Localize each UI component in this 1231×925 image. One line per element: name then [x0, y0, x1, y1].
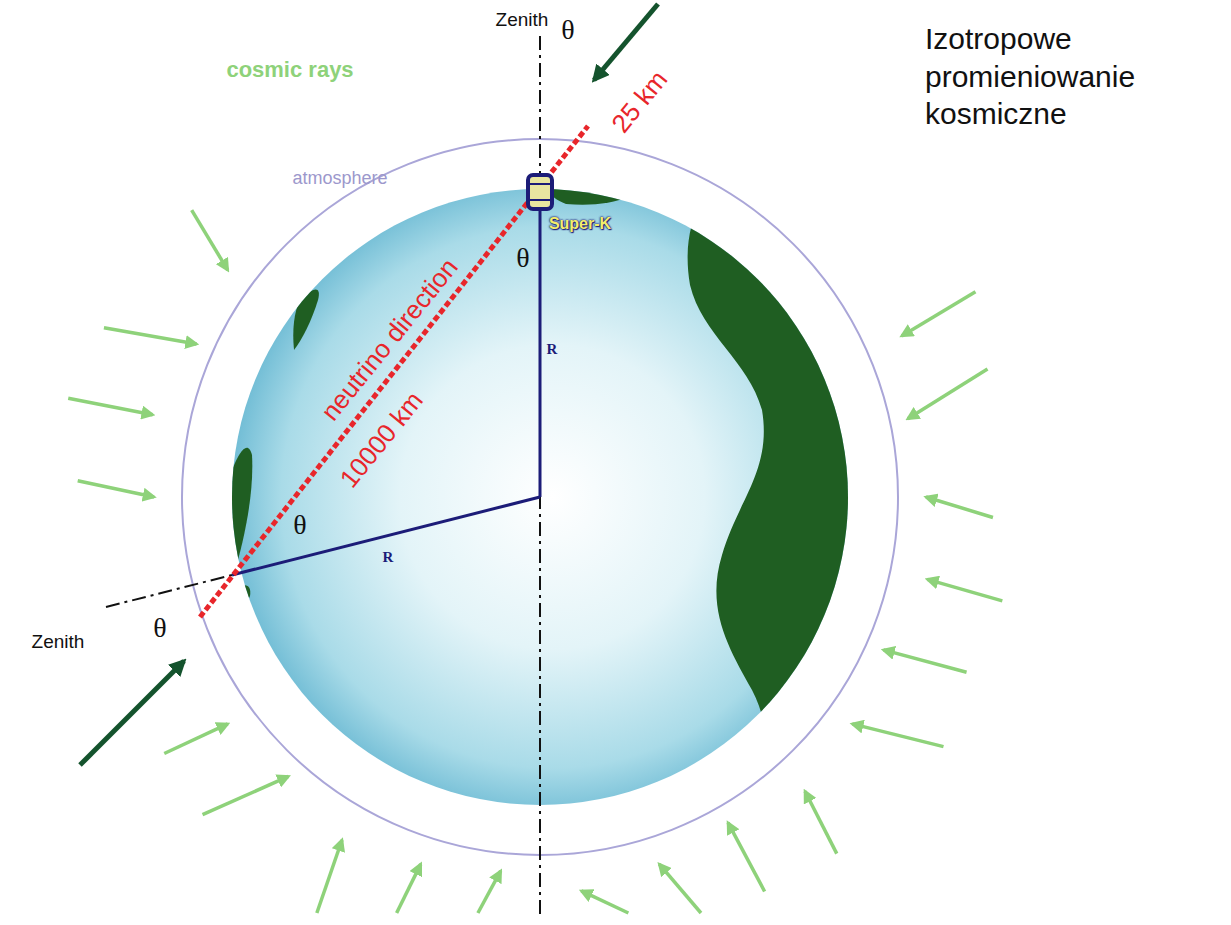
cosmic-ray-arrow	[78, 481, 154, 497]
neutrino-direction-label: neutrino direction	[316, 253, 465, 427]
angle-symbol: θ	[561, 14, 574, 46]
cosmic-ray-arrow	[728, 823, 765, 892]
caption-note: Izotropowe promieniowanie kosmiczne	[925, 20, 1225, 133]
zenith-label: Zenith	[32, 631, 85, 653]
cosmic-ray-arrow	[926, 497, 993, 517]
cosmic-ray-arrow	[581, 891, 628, 913]
angle-symbol: θ	[516, 242, 529, 274]
detector-label: Super-K	[549, 215, 611, 233]
cosmic-ray-arrow	[805, 791, 837, 853]
radius-line	[539, 200, 542, 497]
continents	[231, 186, 860, 795]
angle-symbol: θ	[153, 612, 166, 644]
radius-label: R	[383, 549, 394, 566]
neutrino-path	[200, 126, 588, 617]
cosmic-ray-arrow	[478, 871, 501, 913]
atmosphere-label: atmosphere	[292, 168, 387, 189]
cosmic-ray-arrow	[104, 328, 197, 344]
angle-symbol: θ	[293, 509, 306, 541]
cosmic-ray-arrow	[883, 650, 966, 672]
super-k-detector	[530, 199, 550, 201]
super-k-detector	[530, 183, 550, 185]
distance-label: 25 km	[606, 65, 674, 139]
cosmic-ray-arrow	[164, 724, 227, 754]
cosmic-ray-arrow	[80, 661, 184, 765]
super-k-detector	[528, 175, 552, 209]
cosmic-ray-arrow	[659, 864, 701, 913]
cosmic-ray-arrow	[852, 724, 943, 747]
cosmic-ray-arrow	[317, 840, 342, 913]
radius-line	[232, 497, 540, 575]
cosmic-ray-arrow	[397, 864, 421, 913]
cosmic-ray-arrow	[908, 369, 988, 419]
zenith-axis	[539, 36, 541, 918]
cosmic-ray-arrow	[192, 210, 228, 270]
cosmic-ray-arrow	[203, 776, 289, 814]
radius-label: R	[547, 341, 558, 358]
cosmic-rays-label: cosmic rays	[226, 57, 353, 82]
zenith-label: Zenith	[496, 9, 549, 31]
cosmic-ray-arrow	[927, 579, 1002, 601]
cosmic-ray-arrow	[902, 292, 976, 336]
cosmic-ray-arrow	[68, 398, 152, 414]
